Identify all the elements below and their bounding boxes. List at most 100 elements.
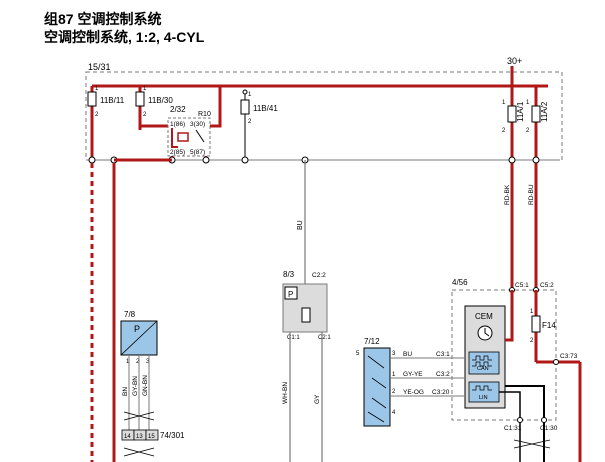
rail-label-30: 30+ xyxy=(507,56,522,66)
relay-pin-30: 3(30) xyxy=(190,121,205,128)
pin-label: 1 xyxy=(126,359,130,365)
pin-label: 1 xyxy=(143,86,147,92)
pin-label: 15 xyxy=(148,434,155,440)
pin-label: 1 xyxy=(248,92,252,98)
fuse-11a1-label: 11A/1 xyxy=(516,101,525,122)
wire-label-gy-bn: GY-BN xyxy=(132,376,139,396)
connector-c130: C1:30 xyxy=(540,425,558,432)
pin-label: 5 xyxy=(356,351,360,357)
fuse-f14-icon xyxy=(531,315,541,333)
wire-label-rd-bk: RD-BK xyxy=(504,184,511,205)
can-label: CAN xyxy=(477,366,489,372)
pressure-sensor-diag xyxy=(120,320,158,356)
clutch-c22: C2:2 xyxy=(312,272,326,279)
clutch-ref: 8/3 xyxy=(283,270,295,279)
relay-coil-icon xyxy=(177,132,189,142)
lin-signal-icon xyxy=(472,385,492,391)
pin-label: 13 xyxy=(136,434,143,440)
wire-relay-30 xyxy=(210,86,222,128)
connector-c373: C3:73 xyxy=(560,353,578,360)
connector-c51: C5:1 xyxy=(515,282,529,289)
wire-label-gn-bn: GN-BN xyxy=(142,375,149,396)
pressure-sensor-p: P xyxy=(134,324,140,334)
connector-c320: C3:20 xyxy=(432,389,450,396)
page-title: 组87 空调控制系统 xyxy=(44,11,162,27)
terminal-11b41 xyxy=(242,89,248,95)
pin-label: 1 xyxy=(530,309,534,315)
twisted-pair-icon xyxy=(123,411,155,457)
fuse-11b30-label: 11B/30 xyxy=(148,96,173,105)
wire-11b30-to-relay xyxy=(138,120,168,128)
clutch-p-box xyxy=(284,286,298,300)
clutch-p-label: P xyxy=(288,290,293,299)
fuse-11b41-label: 11B/41 xyxy=(253,104,278,113)
lin-label: LIN xyxy=(479,395,488,401)
cem-ref: 4/56 xyxy=(452,278,468,287)
fuse-11b41-icon xyxy=(240,99,250,115)
rail-label-15-31: 15/31 xyxy=(88,62,111,72)
wire-label-ye-og: YE-OG xyxy=(403,389,424,396)
fuse-11a2-icon xyxy=(531,105,541,123)
twisted-pair-icon xyxy=(513,439,551,449)
fuse-11a1-icon xyxy=(507,105,517,123)
wire-label-bn: BN xyxy=(122,387,129,396)
terminal-c130 xyxy=(541,417,547,423)
clutch-coil-icon xyxy=(301,307,311,323)
connector-c131: C1:31 xyxy=(504,425,522,432)
relay-pin-86: 1(86) xyxy=(170,121,185,128)
can-signal-icon xyxy=(472,355,492,367)
pin-label: 3 xyxy=(392,351,396,357)
connector-c32: C3:2 xyxy=(436,371,450,378)
pin-label: 2 xyxy=(502,128,506,134)
terminal-c131 xyxy=(517,417,523,423)
pin-label: 1 xyxy=(95,86,99,92)
relay-name: R10 xyxy=(198,111,211,118)
fuse-11b11-label: 11B/11 xyxy=(100,96,125,105)
wire-label-gy-ye: GY-YE xyxy=(403,371,423,378)
pin-label: 4 xyxy=(392,410,396,416)
module-712-ref: 7/12 xyxy=(364,337,380,346)
connector-c31: C3:1 xyxy=(436,351,450,358)
relay-ref: 2/32 xyxy=(170,105,186,114)
page-subtitle: 空调控制系统, 1:2, 4-CYL xyxy=(44,29,205,45)
fuse-f14-label: F14 xyxy=(542,321,556,330)
pin-label: 3 xyxy=(146,359,150,365)
connector-74-pin15 xyxy=(145,429,159,441)
wire-label-bu: BU xyxy=(297,220,304,230)
clutch-c21: C2:1 xyxy=(318,335,331,341)
pin-label: 1 xyxy=(526,100,530,106)
connector-c52: C5:2 xyxy=(540,282,554,289)
relay-coil-wire xyxy=(171,128,178,148)
module-712-body xyxy=(363,347,391,427)
module-712-sensors-icon xyxy=(367,355,387,423)
wire-can-out xyxy=(505,385,545,462)
relay-switch-icon xyxy=(195,129,205,143)
clutch-c11: C1:1 xyxy=(287,335,300,341)
relay-frame xyxy=(167,117,211,157)
cem-label: CEM xyxy=(475,312,493,321)
cem-clock-hands xyxy=(484,328,490,337)
pin-label: 14 xyxy=(124,434,131,440)
relay-pin-87: 5(87) xyxy=(190,149,205,156)
wire-label-gy: GY xyxy=(314,394,321,404)
wire-label-wh-bn: WH-BN xyxy=(282,382,289,404)
pin-label: 1 xyxy=(502,100,506,106)
pin-label: 2 xyxy=(95,112,99,118)
cem-frame xyxy=(451,289,557,421)
pin-label: 2 xyxy=(136,359,140,365)
fuse-11b11-icon xyxy=(87,91,97,107)
pin-label: 2 xyxy=(392,389,396,395)
relay-pin-85: 2(85) xyxy=(170,149,185,156)
connector-74-label: 74/301 xyxy=(160,431,185,440)
wire-label-bu2: BU xyxy=(403,351,412,358)
sensor-ref: 7/8 xyxy=(124,310,136,319)
pin-label: 2 xyxy=(248,119,252,125)
fuse-11a2-label: 11A/2 xyxy=(540,101,549,122)
pin-label: 2 xyxy=(143,112,147,118)
wire-label-rd-bu: RD-BU xyxy=(528,184,535,205)
terminal-c373 xyxy=(553,359,559,365)
wire-11a1-cem xyxy=(505,290,514,342)
pin-label: 1 xyxy=(392,372,396,378)
fuse-11b30-icon xyxy=(135,91,145,107)
